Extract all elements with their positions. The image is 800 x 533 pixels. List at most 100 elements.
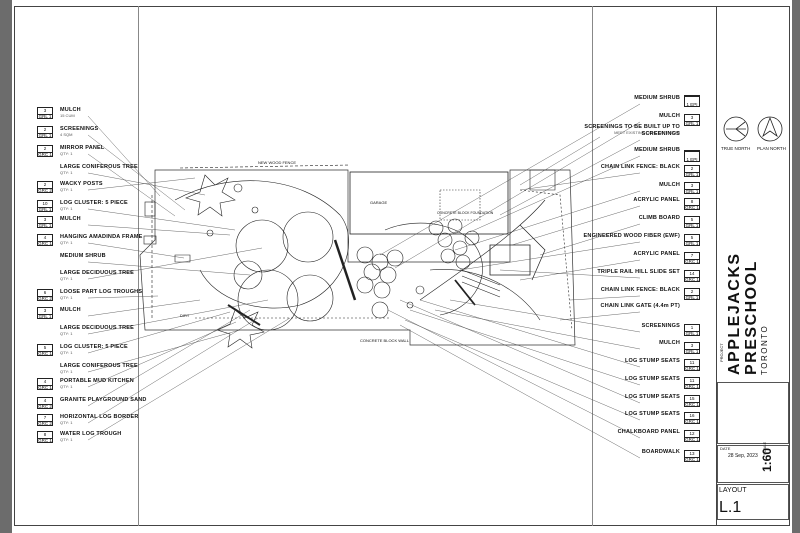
right-note-keybox: 1 EPI — [684, 95, 700, 107]
note-qty: QTY: 1 — [60, 384, 73, 389]
note-title: WATER LOG TROUGH — [60, 431, 122, 437]
scale-value: 1:60 — [760, 447, 774, 472]
keybox-code: 1 EPI — [686, 102, 698, 107]
note-title: MULCH — [60, 107, 81, 113]
keybox-code: GRL 1 — [685, 223, 699, 228]
keybox-code: GRC 1 — [685, 277, 699, 282]
keybox-code: GRC 2 — [38, 421, 52, 426]
note-title: CHAIN LINK FENCE: BLACK — [600, 164, 680, 170]
keybox-number: 2 — [38, 182, 52, 189]
right-note: ENGINEERED WOOD FIBER (EWF) — [584, 233, 680, 239]
concrete-block-wall-label: CONCRETE BLOCK WALL — [360, 338, 409, 343]
note-qty: QTY: 1 — [60, 350, 73, 355]
keybox-number: 3 — [685, 343, 699, 350]
keybox-number: 6 — [38, 290, 52, 297]
keybox-code: GRL 1 — [685, 331, 699, 336]
keybox-code: 1 EPI — [686, 157, 698, 162]
keybox-number: 16 — [685, 413, 699, 420]
keybox-number: 11 — [685, 378, 699, 385]
right-note: MULCH — [659, 340, 680, 346]
right-note: CHAIN LINK FENCE: BLACK — [601, 164, 680, 170]
keybox-number: 2 — [38, 146, 52, 153]
left-note: MULCH — [60, 307, 81, 313]
note-qty: QTY: 1 — [60, 437, 73, 442]
keybox-number: 5 — [38, 345, 52, 352]
note-title: MEDIUM SHRUB — [634, 95, 680, 101]
dirt-label: DIRT — [180, 313, 190, 318]
keybox-code: GRC 1 — [38, 351, 52, 356]
keybox-code: GRL 1 — [38, 207, 52, 212]
note-title: HANGING AMADINDA FRAME — [60, 234, 143, 240]
note-title: CHALKBOARD PANEL — [617, 429, 680, 435]
note-title: LARGE DECIDUOUS TREE — [60, 325, 134, 331]
keybox-number: 13 — [685, 451, 699, 458]
wood-fence-label: NEW WOOD FENCE — [258, 160, 296, 165]
keybox-code: GRC 2 — [38, 188, 52, 193]
note-title: MEDIUM SHRUB — [60, 253, 106, 259]
keybox-code: GRL 1 — [685, 241, 699, 246]
sheet-border — [14, 6, 790, 526]
title-block — [716, 6, 790, 526]
keybox-number: 10 — [38, 201, 52, 208]
note-qty: QTY: 1 — [60, 331, 73, 336]
note-title: SCREENINGS TO BE BUILT UP TO — [584, 124, 680, 130]
note-title: MULCH — [659, 113, 680, 119]
right-note: CLIMB BOARD — [639, 215, 680, 221]
keybox-code: GRL 1 — [38, 133, 52, 138]
keybox-code: GRC 1 — [685, 457, 699, 462]
right-note: LOG STUMP SEATS — [625, 358, 680, 364]
layout-box — [717, 484, 789, 520]
note-title: LOG STUMP SEATS — [624, 358, 680, 364]
keybox-number: 4 — [38, 235, 52, 242]
left-note: GRANITE PLAYGROUND SAND — [60, 397, 147, 403]
keybox-code: GRL 1 — [685, 349, 699, 354]
right-note: MULCH — [659, 182, 680, 188]
true-north-label: TRUE NORTH — [721, 146, 751, 151]
keybox-code: GRL 1 — [38, 314, 52, 319]
project-city: TORONTO — [760, 324, 769, 375]
keybox-number: 3 — [38, 308, 52, 315]
keybox-number: 7 — [38, 415, 52, 422]
keybox-code: GRC 1 — [38, 152, 52, 157]
keybox-code: GRC 1 — [685, 402, 699, 407]
note-qty: QTY: 1 — [60, 369, 73, 374]
keybox-number: 2 — [38, 127, 52, 134]
note-title: PORTABLE MUD KITCHEN — [60, 378, 134, 384]
note-title: MIRROR PANEL — [60, 145, 105, 151]
right-edge-band — [792, 0, 800, 533]
note-title: CHAIN LINK GATE (4.4m PT) — [600, 303, 680, 309]
keybox-number: 8 — [685, 199, 699, 206]
note-qty: QTY: 1 — [60, 206, 73, 211]
keybox-number: 3 — [685, 115, 699, 122]
note-title: WACKY POSTS — [60, 181, 103, 187]
keybox-code: GRC 1 — [685, 366, 699, 371]
right-note: LOG STUMP SEATS — [625, 411, 680, 417]
note-title: MULCH — [659, 340, 680, 346]
right-note: CHALKBOARD PANEL — [618, 429, 680, 435]
keybox-number: 7 — [685, 253, 699, 260]
project-label: PROJECT — [719, 343, 724, 362]
note-title: SCREENINGS — [641, 131, 680, 137]
right-note: SCREENINGS — [642, 131, 680, 137]
garage-label: GARAGE — [370, 200, 388, 205]
